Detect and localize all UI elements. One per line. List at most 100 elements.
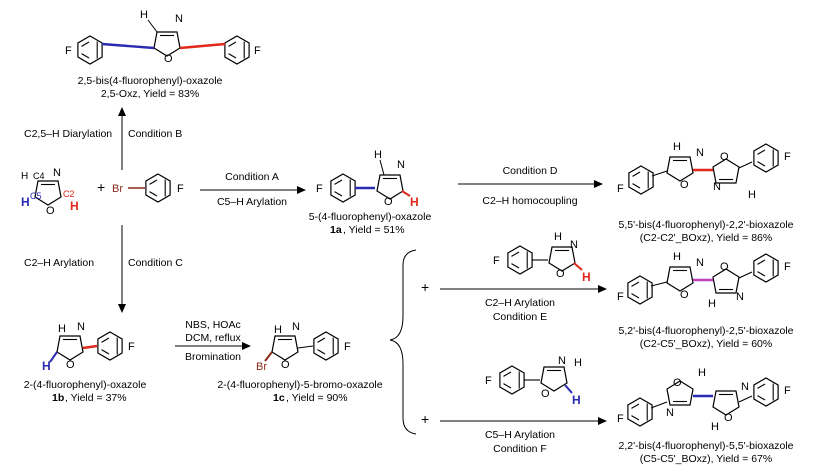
reagent-e-o: O bbox=[556, 268, 565, 280]
reagent-f-c5-h: H bbox=[572, 393, 581, 407]
1c-name: 2-(4-fluorophenyl)-5-bromo-oxazole bbox=[217, 379, 382, 391]
c22-n-right: N bbox=[713, 181, 721, 193]
condition-d: Condition D bbox=[503, 165, 558, 177]
c25-o-right: O bbox=[720, 261, 729, 273]
1b-h-top: H bbox=[58, 323, 66, 335]
1a-label: 1a bbox=[330, 224, 342, 236]
1c-o: O bbox=[281, 359, 290, 371]
reagent-e: F H N O H bbox=[493, 231, 591, 284]
c55-f-right: F bbox=[784, 385, 791, 397]
1a-name: 5-(4-fluorophenyl)-oxazole bbox=[309, 211, 432, 223]
c25-name: 5,2'-bis(4-fluorophenyl)-2,5'-bioxazole bbox=[618, 325, 793, 337]
reagent-e-f: F bbox=[493, 255, 500, 267]
oxz-h: H bbox=[140, 9, 148, 21]
c22-name: 5,5'-bis(4-fluorophenyl)-2,2'-bioxazole bbox=[618, 219, 793, 231]
1c-br: Br bbox=[256, 361, 267, 373]
c25-f-right: F bbox=[784, 261, 791, 273]
oxazole-n: N bbox=[53, 167, 61, 179]
c25-yield: (C2-C5'_BOxz), Yield = 60% bbox=[640, 338, 772, 350]
c22-yield: (C2-C2'_BOxz), Yield = 86% bbox=[640, 232, 772, 244]
condition-b-desc: C2,5–H Diarylation bbox=[24, 128, 112, 140]
c55-o-right: O bbox=[724, 412, 733, 424]
oxz-o: O bbox=[164, 53, 173, 65]
c22-f-right: F bbox=[784, 151, 791, 163]
oxz-name: 2,5-bis(4-fluorophenyl)-oxazole bbox=[78, 75, 223, 87]
1c-f: F bbox=[344, 341, 351, 353]
1b-label: 1b bbox=[52, 392, 64, 404]
c55-h-right: H bbox=[711, 421, 719, 433]
oxazole-start: H C4 C5 C2 N O H H bbox=[21, 167, 79, 217]
oxazole-h: H bbox=[21, 171, 28, 182]
1a-n: N bbox=[397, 159, 405, 171]
c22-h-right: H bbox=[748, 189, 756, 201]
compound-1a: F H N O H 5-(4-fluorophenyl)-oxazole 1a … bbox=[309, 149, 432, 236]
1a-yield: , Yield = 51% bbox=[343, 224, 405, 236]
1c-yield: , Yield = 90% bbox=[286, 392, 348, 404]
reagent-f-n: N bbox=[558, 355, 566, 367]
brom-reagents: NBS, HOAc bbox=[185, 319, 240, 331]
1c-label: 1c bbox=[273, 392, 285, 404]
bromo-f: F bbox=[177, 183, 184, 195]
product-c55: F O N H H N O F 2,2'-bis(4-fluorophenyl)… bbox=[617, 367, 794, 465]
condition-e-desc: C2–H Arylation bbox=[485, 297, 555, 309]
c22-n-left: N bbox=[696, 147, 704, 159]
product-oxz: H N O F F 2,5-bis(4-fluorophenyl)-oxazol… bbox=[65, 9, 261, 100]
reagent-f-f: F bbox=[485, 375, 492, 387]
1a-h-top: H bbox=[374, 149, 382, 161]
reagent-f-h-top: H bbox=[574, 357, 582, 369]
c25-h-left: H bbox=[673, 251, 681, 263]
oxz-f-right: F bbox=[254, 45, 261, 57]
plus-1: + bbox=[97, 179, 105, 195]
c55-h-left: H bbox=[698, 367, 706, 379]
reagent-f-o: O bbox=[541, 388, 550, 400]
c22-h-left: H bbox=[673, 141, 681, 153]
condition-b: Condition B bbox=[128, 128, 182, 140]
reagent-e-c2-h: H bbox=[582, 270, 591, 284]
oxazole-c2-h: H bbox=[70, 199, 79, 213]
1b-name: 2-(4-fluorophenyl)-oxazole bbox=[24, 379, 147, 391]
1a-c2-h: H bbox=[410, 195, 419, 209]
oxazole-c2-label: C2 bbox=[63, 189, 75, 199]
bromo-arene: Br F bbox=[112, 173, 184, 203]
c22-o-left: O bbox=[680, 179, 689, 191]
compound-1b: H N O H F 2-(4-fluorophenyl)-oxazole 1b … bbox=[24, 321, 147, 404]
reagent-e-n: N bbox=[570, 239, 578, 251]
1b-yield: , Yield = 37% bbox=[65, 392, 127, 404]
compound-1c: H N O Br F 2-(4-fluorophenyl)-5-bromo-ox… bbox=[217, 321, 382, 404]
condition-a: Condition A bbox=[225, 171, 279, 183]
c25-n-right: N bbox=[736, 291, 744, 303]
1b-c5-h: H bbox=[42, 359, 51, 373]
oxazole-c4-label: C4 bbox=[33, 171, 45, 181]
1b-n: N bbox=[77, 321, 85, 333]
c55-o-left: O bbox=[673, 377, 682, 389]
c25-o-left: O bbox=[680, 289, 689, 301]
1c-n: N bbox=[292, 321, 300, 333]
plus-e: + bbox=[421, 279, 429, 295]
condition-e: Condition E bbox=[493, 311, 547, 323]
1b-o: O bbox=[66, 359, 75, 371]
condition-f: Condition F bbox=[493, 443, 547, 455]
c55-f-left: F bbox=[617, 413, 624, 425]
brom-solvent: DCM, reflux bbox=[185, 332, 241, 344]
condition-c-desc: C2–H Arylation bbox=[24, 257, 94, 269]
c55-n-left: N bbox=[666, 407, 674, 419]
bromo-br: Br bbox=[112, 183, 123, 195]
plus-f: + bbox=[421, 411, 429, 427]
1a-f: F bbox=[316, 183, 323, 195]
c25-h-right: H bbox=[708, 298, 716, 310]
condition-c: Condition C bbox=[128, 257, 183, 269]
oxazole-c5-h: H bbox=[21, 195, 30, 209]
oxz-yield: 2,5-Oxz, Yield = 83% bbox=[101, 88, 199, 100]
c55-yield: (C5-C5'_BOxz), Yield = 67% bbox=[640, 453, 772, 465]
1b-f: F bbox=[128, 341, 135, 353]
curly-brace bbox=[389, 249, 417, 435]
c22-f-left: F bbox=[617, 183, 624, 195]
brom-desc: Bromination bbox=[185, 351, 241, 363]
oxz-n: N bbox=[175, 13, 183, 25]
c25-f-left: F bbox=[617, 291, 624, 303]
1c-h-top: H bbox=[274, 324, 282, 336]
oxz-f-left: F bbox=[65, 45, 72, 57]
reagent-f: F N O H H bbox=[485, 355, 582, 407]
1a-o: O bbox=[384, 196, 393, 208]
c25-n-left: N bbox=[696, 257, 704, 269]
